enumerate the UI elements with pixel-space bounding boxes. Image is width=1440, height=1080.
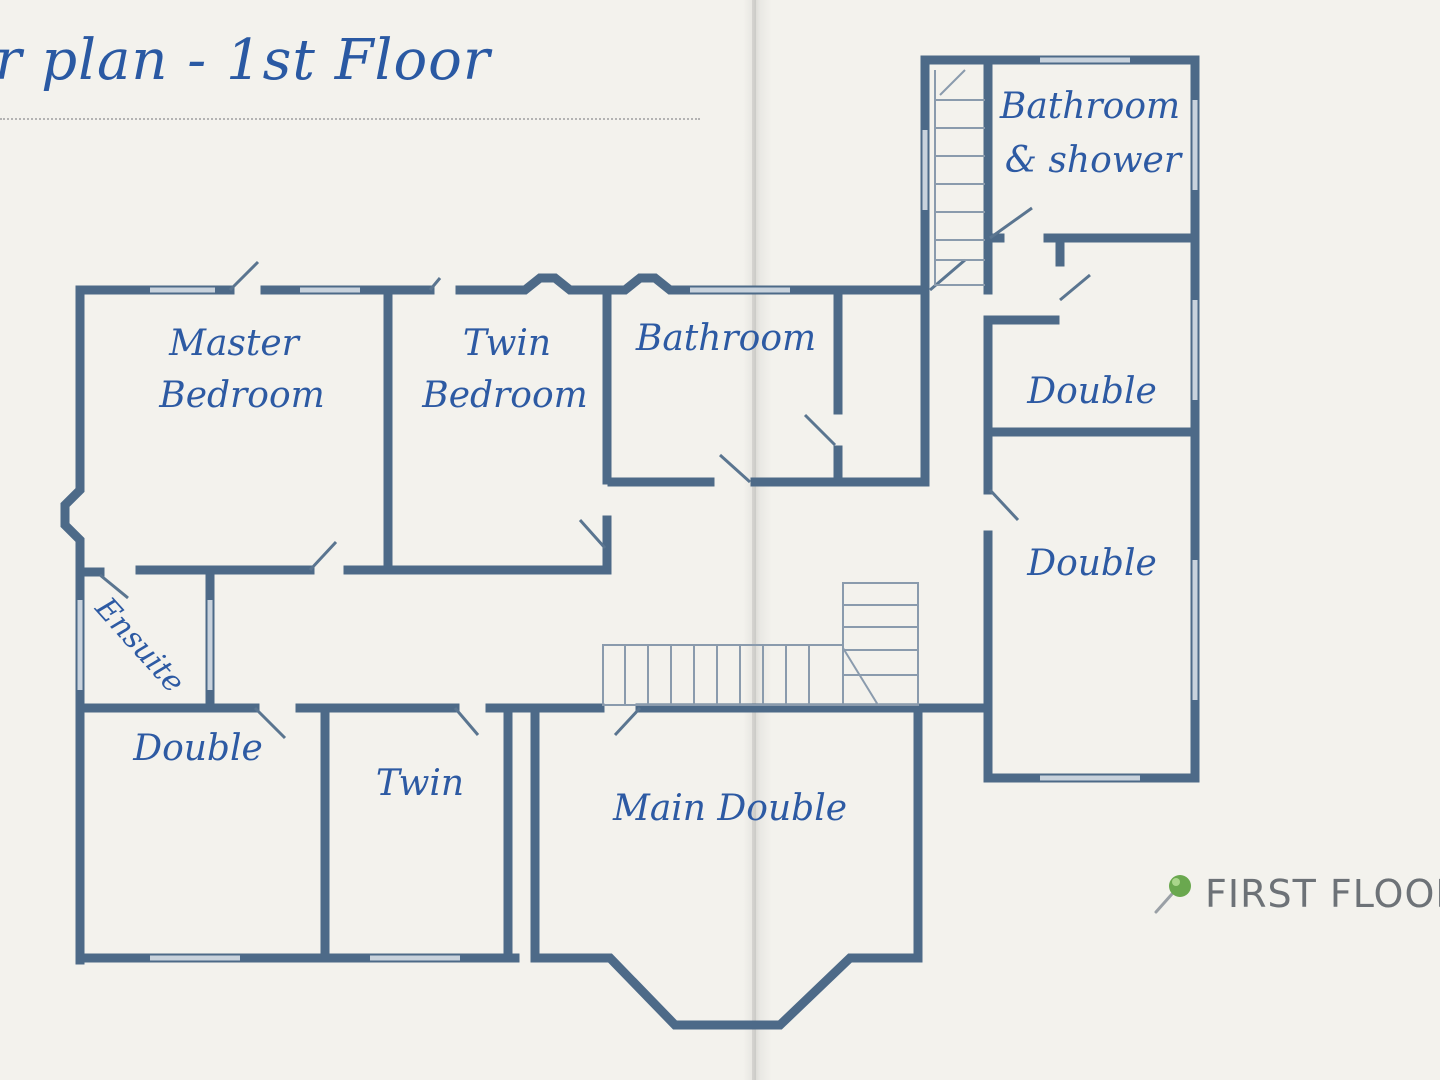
room-master-bedroom-line1: Master [168, 323, 301, 364]
stairs-main [602, 582, 919, 706]
room-master-bedroom-line2: Bedroom [158, 375, 325, 416]
room-ensuite: Ensuite [87, 590, 191, 700]
room-twin-bedroom-line2: Bedroom [421, 375, 588, 416]
room-twin-bedroom-line1: Twin [463, 323, 551, 364]
room-bathroom-shower-line2: & shower [1005, 140, 1183, 181]
stairs-top [934, 69, 985, 286]
page-title: or plan - 1st Floor [0, 28, 491, 93]
page-spine [752, 0, 756, 1080]
room-twin: Twin [376, 763, 464, 804]
room-double-upper: Double [1026, 371, 1157, 412]
room-main-double: Main Double [612, 788, 847, 829]
room-bathroom-shower-line1: Bathroom [999, 86, 1180, 127]
room-bathroom: Bathroom [635, 318, 816, 359]
pushpin-icon [1154, 875, 1191, 914]
first-floor-label: FIRST FLOOR [1205, 872, 1440, 916]
room-double-left: Double [132, 728, 263, 769]
windows [77, 57, 1198, 961]
title-underline [0, 118, 700, 120]
room-double-right: Double [1026, 543, 1157, 584]
doors [99, 206, 1091, 740]
walls [60, 55, 1200, 1030]
